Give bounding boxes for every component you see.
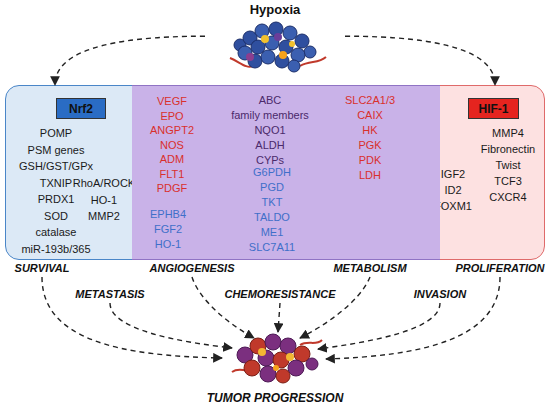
tumor-illustration xyxy=(232,334,322,383)
cell xyxy=(258,348,266,356)
gene-label: CYPs xyxy=(210,153,330,168)
hypoxia-illustration xyxy=(230,22,326,72)
hypoxia-node: Hypoxia xyxy=(205,2,345,78)
gene-label: Fibronectin xyxy=(448,141,550,157)
gene-label: GSH/GST/GPx xyxy=(0,158,116,175)
cell xyxy=(283,26,297,40)
gene-label: TALDO xyxy=(212,210,332,225)
outcome-label: METABOLISM xyxy=(300,262,440,274)
cell xyxy=(295,34,309,48)
gene-label: EPHB4 xyxy=(108,207,228,222)
gene-label: miR-193b/365 xyxy=(0,241,116,258)
gene-label: PGK xyxy=(310,138,430,153)
outcome-label: CHEMORESISTANCE xyxy=(210,288,350,300)
cell xyxy=(288,360,304,376)
vessel xyxy=(300,340,322,345)
gene-label: HO-1 xyxy=(108,237,228,252)
outcome-arrow xyxy=(300,277,370,338)
outcome-arrow xyxy=(192,277,254,338)
gene-label: SLC2A1/3 xyxy=(310,93,430,108)
induction-arrow xyxy=(345,36,495,85)
gene-label: TCF3 xyxy=(448,173,550,189)
cell xyxy=(279,51,287,59)
gene-label: MMP4 xyxy=(448,125,550,141)
gene-label: G6PDH xyxy=(212,165,332,180)
outcome-label: PROLIFERATION xyxy=(430,262,550,274)
gene-label: PDGF xyxy=(112,181,232,196)
gene-label: CXCR4 xyxy=(448,189,550,205)
gene-label: PSM genes xyxy=(0,142,116,159)
gene-label: SLC7A11 xyxy=(212,240,332,255)
cell xyxy=(274,33,282,41)
gene-label: FGF2 xyxy=(108,222,228,237)
cell xyxy=(286,353,294,361)
cell xyxy=(280,338,296,354)
outcome-label: SURVIVAL xyxy=(0,262,112,274)
gene-label: POMP xyxy=(0,125,116,142)
cell xyxy=(261,50,275,64)
gene-label: CAIX xyxy=(310,108,430,123)
nrf2-badge: Nrf2 xyxy=(56,98,106,119)
gene-label: ME1 xyxy=(212,225,332,240)
gene-label: ALDH xyxy=(210,138,330,153)
outcome-label: METASTASIS xyxy=(40,288,180,300)
cell xyxy=(276,369,290,383)
outcome-label: INVASION xyxy=(370,288,510,300)
factor-name: Nrf2 xyxy=(69,102,93,116)
gene-label: PGD xyxy=(212,180,332,195)
gene-label: LDH xyxy=(310,168,430,183)
outcome-heading: TUMOR PROGRESSION xyxy=(195,391,355,405)
gene-label: ANGPT2 xyxy=(112,123,232,138)
outcome-arrow xyxy=(318,303,440,349)
shared-region: VEGFEPOANGPT2NOSADMFLT1PDGFABCfamily mem… xyxy=(132,85,440,260)
gene-label: ADM xyxy=(112,152,232,167)
gene-label: TKT xyxy=(212,195,332,210)
gene-label: VEGF xyxy=(112,94,232,109)
stimulus-heading: Hypoxia xyxy=(205,2,345,17)
factor-name: HIF-1 xyxy=(479,102,509,116)
cell xyxy=(304,46,316,58)
induction-arrow xyxy=(55,36,205,85)
gene-label: FLT1 xyxy=(112,167,232,182)
cell xyxy=(273,365,279,371)
tumor-node: TUMOR PROGRESSION xyxy=(195,328,355,406)
outcome-arrow xyxy=(278,303,280,332)
gene-label: Twist xyxy=(448,157,550,173)
cell xyxy=(289,41,295,47)
gene-label: catalase xyxy=(0,224,116,241)
outcome-arrow xyxy=(326,277,500,359)
gene-label: ABC xyxy=(210,93,330,108)
gene-label: NQO1 xyxy=(210,123,330,138)
cell xyxy=(265,334,281,350)
gene-label: HK xyxy=(310,123,430,138)
gene-label: NOS xyxy=(112,138,232,153)
cell xyxy=(288,60,300,72)
outcome-arrow xyxy=(110,303,232,348)
cell xyxy=(244,360,260,376)
gene-label: family members xyxy=(210,108,330,123)
gene-label: PDK xyxy=(310,153,430,168)
outcome-label: ANGIOGENESIS xyxy=(122,262,262,274)
hif1-badge: HIF-1 xyxy=(468,98,519,119)
gene-label: EPO xyxy=(112,109,232,124)
cell xyxy=(306,358,318,370)
cell xyxy=(246,53,254,61)
cell xyxy=(261,35,269,43)
